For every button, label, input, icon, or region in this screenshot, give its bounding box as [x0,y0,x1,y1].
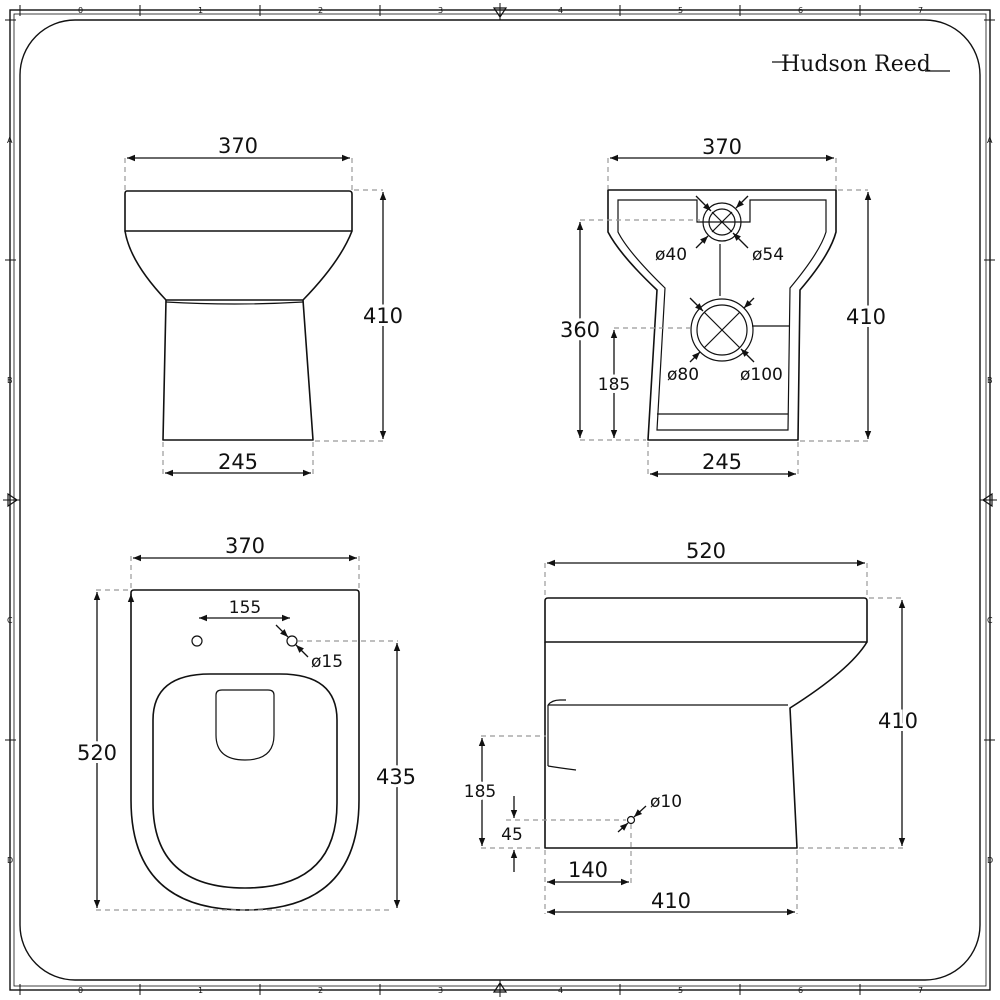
ruler-label: 1 [198,986,203,995]
rear-height-label: 410 [846,305,886,329]
rear-waste-height-label: 185 [598,375,630,395]
sheet-frame [9,9,991,991]
front-base-width-label: 245 [218,450,258,474]
ruler-label: 4 [558,986,563,995]
side-view: ø10 520 410 185 45 140 410 [461,539,921,916]
ruler-label: D [987,856,993,865]
ruler-labels-left: A B C D [7,136,13,865]
ruler-ticks [5,5,995,995]
rear-base-width-label: 245 [702,450,742,474]
rear-width-label: 370 [702,135,742,159]
ruler-label: 0 [78,986,83,995]
side-fixing-hole-label: ø10 [650,792,682,812]
rear-view: ø40 ø54 ø80 ø100 370 410 360 185 245 [557,135,889,478]
side-height-label: 410 [878,709,918,733]
side-fixing-height-label: 45 [501,825,523,845]
brand-logo: Hudson Reed [772,52,950,77]
ruler-label: 7 [918,6,923,15]
plan-length-label: 520 [77,741,117,765]
plan-view: 155 ø15 370 520 435 [74,534,419,911]
ruler-label: 7 [918,986,923,995]
ruler-label: A [7,136,13,145]
ruler-label: 5 [678,6,683,15]
fixing-to-front-label: 435 [376,765,416,789]
side-outlet-height-label: 185 [464,782,496,802]
ruler-label: B [987,376,993,385]
fixing-spacing-label: 155 [229,598,261,618]
ruler-labels-right: A B C D [987,136,993,865]
ruler-label: 6 [798,6,803,15]
inlet-hole [695,195,749,249]
outlet-outer-diameter-label: ø100 [740,365,783,385]
front-view: 370 410 245 [124,134,406,477]
ruler-label: 2 [318,986,323,995]
rear-inlet-height-label: 360 [560,318,600,342]
front-height-label: 410 [363,304,403,328]
ruler-label: D [7,856,13,865]
outlet-inner-diameter-label: ø80 [667,365,699,385]
outlet-hole [689,297,755,363]
ruler-label: 6 [798,986,803,995]
side-length-label: 520 [686,539,726,563]
centre-markers [3,3,997,997]
ruler-labels-top: 0 1 2 3 4 5 6 7 [78,6,923,15]
ruler-label: 4 [558,6,563,15]
ruler-label: 1 [198,6,203,15]
ruler-label: 0 [78,6,83,15]
ruler-label: A [987,136,993,145]
side-base-length-label: 410 [651,889,691,913]
inlet-outer-diameter-label: ø54 [752,245,784,265]
inlet-inner-diameter-label: ø40 [655,245,687,265]
plan-width-label: 370 [225,534,265,558]
ruler-label: 3 [438,6,443,15]
ruler-label: 3 [438,986,443,995]
ruler-label: 5 [678,986,683,995]
fixing-hole-diameter-label: ø15 [311,652,343,672]
side-fixing-depth-label: 140 [568,858,608,882]
front-width-label: 370 [218,134,258,158]
ruler-labels-bottom: 0 1 2 3 4 5 6 7 [78,986,923,995]
ruler-label: C [987,616,993,625]
ruler-label: C [7,616,13,625]
ruler-label: B [7,376,13,385]
brand-name: Hudson Reed [781,52,931,77]
ruler-label: 2 [318,6,323,15]
